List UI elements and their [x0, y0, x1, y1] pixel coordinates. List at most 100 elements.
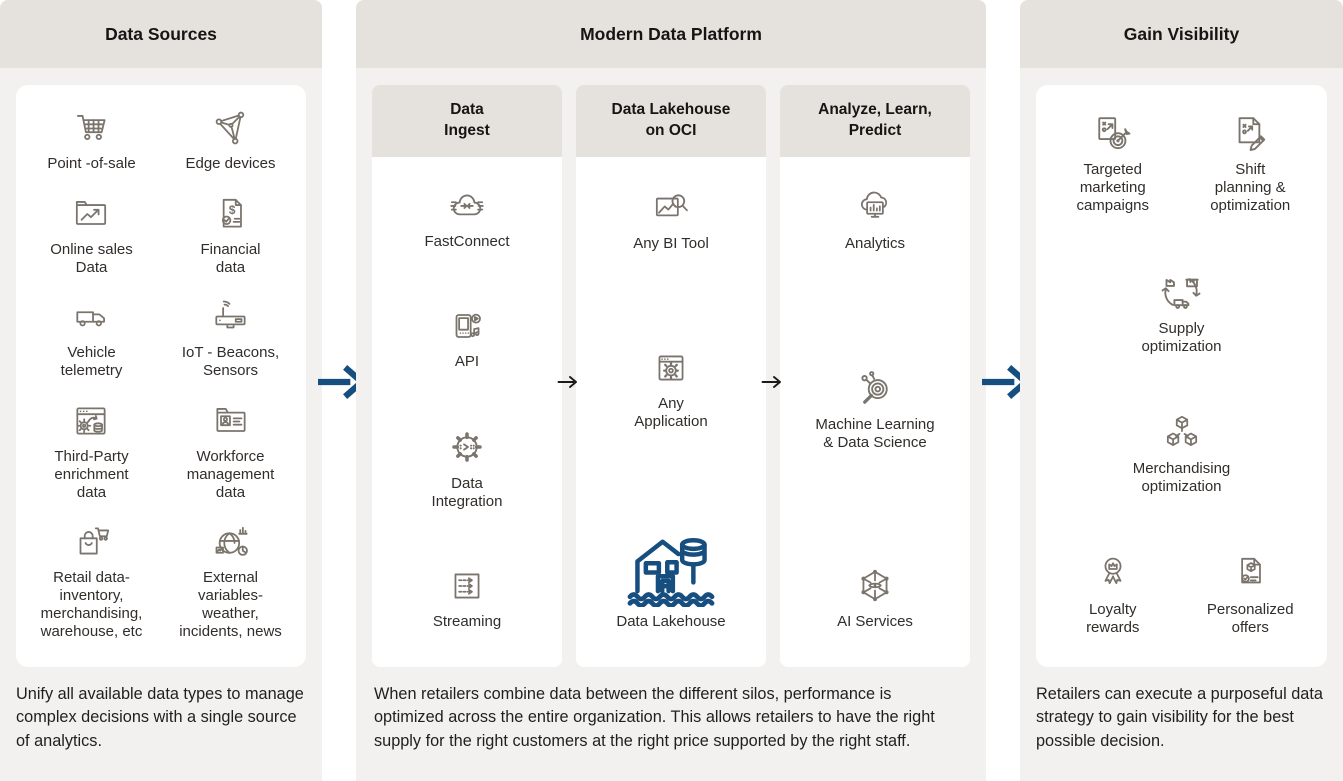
bag-cart-icon [80, 527, 110, 555]
folder-chart-icon [76, 200, 107, 225]
source-item-online-sales: Online sales Data [50, 193, 133, 277]
magnifier-nodes-icon [861, 371, 888, 404]
platform-item-data-lakehouse: Data Lakehouse [616, 525, 726, 631]
iot-router-icon [214, 300, 246, 329]
platform-header: Modern Data Platform [356, 0, 986, 68]
visibility-item-loyalty: Loyalty rewards [1086, 551, 1139, 637]
source-label: External variables- weather, incidents, … [179, 569, 282, 640]
platform-label: Analytics [844, 235, 906, 252]
cart-icon [76, 115, 105, 141]
platform-label: Any Application [634, 395, 708, 430]
source-label: Workforce management data [186, 447, 275, 501]
data-sources-card: Point -of-sale Edge devices Online sales… [16, 85, 306, 667]
visibility-label: Shift planning & optimization [1210, 161, 1291, 214]
source-item-workforce: Workforce management data [186, 400, 275, 502]
source-item-iot: IoT - Beacons, Sensors [182, 296, 279, 380]
doc-cube-check-icon [1241, 557, 1262, 584]
visibility-item-supply: Supply optimization [1141, 270, 1222, 356]
source-item-external: External variables- weather, incidents, … [179, 521, 282, 641]
visibility-item-targeted-marketing: Targeted marketing campaigns [1076, 111, 1149, 215]
platform-label: API [454, 353, 480, 370]
platform-label: FastConnect [424, 233, 510, 250]
strategy-target-icon [1098, 117, 1131, 150]
data-sources-panel: Data Sources Point -of-sale Edge devices [0, 0, 322, 781]
van-icon [75, 311, 105, 327]
browser-gear-database-icon [76, 407, 107, 434]
source-item-pos: Point -of-sale [47, 107, 136, 173]
svg-text:$: $ [228, 203, 235, 217]
source-label: Online sales Data [50, 240, 133, 276]
fastconnect-cloud-icon [450, 194, 484, 216]
cubes-icon [1166, 415, 1197, 446]
platform-item-data-integration: Data Integration [431, 425, 503, 511]
platform-label: Streaming [432, 613, 502, 630]
platform-item-streaming: Streaming [433, 565, 501, 631]
visibility-label: Loyalty rewards [1086, 600, 1140, 636]
data-sources-caption: Unify all available data types to manage… [16, 685, 304, 750]
data-ingest-header: Data Ingest [372, 85, 562, 157]
data-sources-header: Data Sources [0, 0, 322, 68]
data-ingest-subcolumn: Data Ingest FastConnect AP [372, 85, 562, 667]
platform-item-ml-ds: Machine Learning & Data Science [815, 366, 935, 452]
platform-caption: When retailers combine data between the … [374, 685, 935, 750]
right-arrow-small-icon [761, 376, 781, 388]
visibility-item-merchandising: Merchandising optimization [1132, 412, 1231, 496]
medal-icon [1104, 557, 1122, 585]
browser-gear-icon [658, 355, 684, 381]
gain-visibility-caption: Retailers can execute a purposeful data … [1036, 685, 1323, 750]
visibility-label: Supply optimization [1141, 320, 1222, 356]
platform-title: Modern Data Platform [580, 23, 762, 44]
folder-person-icon [215, 407, 246, 432]
api-device-icon [455, 313, 481, 338]
stream-arrows-icon [454, 573, 480, 599]
platform-item-analytics: Analytics [845, 187, 905, 253]
visibility-label: Merchandising optimization [1132, 459, 1231, 495]
platform-label: Machine Learning & Data Science [815, 416, 935, 451]
globe-charts-icon [215, 526, 248, 556]
data-lakehouse-subcolumn: Data Lakehouse on OCI Any BI Tool Any A [576, 85, 766, 667]
visibility-label: Targeted marketing campaigns [1076, 161, 1150, 214]
source-item-edge: Edge devices [185, 107, 276, 173]
platform-item-any-application: Any Application [634, 347, 708, 431]
source-item-retail-data: Retail data- inventory, merchandising, w… [41, 521, 142, 641]
visibility-label: Personalized offers [1206, 600, 1294, 636]
analyze-learn-predict-subcolumn: Analyze, Learn, Predict Analytics [780, 85, 970, 667]
platform-item-api: API [446, 305, 488, 371]
doc-pencil-icon [1238, 117, 1266, 151]
analyze-title: Analyze, Learn, Predict [818, 101, 932, 139]
gain-visibility-card: Targeted marketing campaigns Shift plann… [1036, 85, 1327, 667]
platform-label: Any BI Tool [633, 235, 709, 252]
visibility-item-personalized: Personalized offers [1207, 551, 1294, 637]
platform-label: AI Services [837, 613, 913, 630]
platform-item-any-bi-tool: Any BI Tool [633, 187, 709, 253]
gain-visibility-title: Gain Visibility [1123, 23, 1240, 44]
source-label: Point -of-sale [47, 155, 136, 172]
data-sources-title: Data Sources [105, 23, 217, 44]
source-item-financial: $ Financial data [200, 193, 261, 277]
data-ingest-title: Data Ingest [444, 101, 490, 139]
platform-item-ai-services: AI Services [837, 565, 913, 631]
cloud-monitor-icon [860, 191, 888, 218]
supply-cycle-icon [1162, 278, 1201, 310]
platform-label: Data Integration [431, 475, 503, 510]
visibility-item-shift-planning: Shift planning & optimization [1210, 111, 1290, 215]
platform-item-fastconnect: FastConnect [424, 187, 510, 251]
data-lakehouse-header: Data Lakehouse on OCI [576, 85, 766, 157]
invoice-check-icon: $ [221, 198, 242, 227]
gain-visibility-header: Gain Visibility [1020, 0, 1343, 68]
right-arrow-small-icon [557, 376, 577, 388]
lakehouse-icon [627, 538, 715, 607]
edge-network-icon [215, 111, 244, 145]
modern-data-platform-panel: Modern Data Platform Data Ingest FastCon… [356, 0, 986, 781]
hexagon-eye-icon [861, 569, 889, 602]
gain-visibility-panel: Gain Visibility Targeted marketing campa… [1020, 0, 1343, 781]
source-label: Financial data [200, 240, 261, 276]
source-item-vehicle: Vehicle telemetry [60, 296, 123, 380]
source-item-third-party: Third-Party enrichment data [54, 400, 129, 502]
source-label: Vehicle telemetry [60, 344, 123, 379]
data-lakehouse-title: Data Lakehouse on OCI [611, 101, 731, 139]
source-label: Third-Party enrichment data [54, 447, 129, 501]
source-label: IoT - Beacons, Sensors [181, 344, 280, 379]
image-magnifier-icon [655, 194, 688, 217]
